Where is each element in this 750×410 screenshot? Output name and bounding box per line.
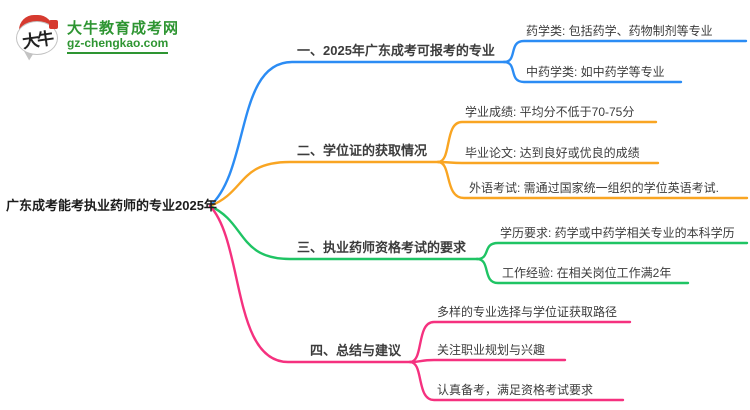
- branch-4-child-3: 认真备考，满足资格考试要求: [437, 383, 594, 397]
- branch-3-child-2-connector: [475, 257, 690, 285]
- logo-bubble-icon: 大牛: [16, 14, 60, 61]
- branch-1-child-1: 药学类: 包括药学、药物制剂等专业: [526, 24, 713, 38]
- branch-4-connector-group: [208, 204, 632, 402]
- branch-4-child-2: 关注职业规划与兴趣: [437, 343, 546, 357]
- branch-1-label: 一、2025年广东成考可报考的专业: [297, 43, 495, 58]
- branch-4-main-connector: [208, 204, 412, 364]
- branch-1-child-2: 中药学类: 如中药学等专业: [526, 65, 665, 79]
- branch-3-label: 三、执业药师资格考试的要求: [297, 240, 467, 255]
- logo-red-seal: [49, 20, 58, 29]
- root-node: 广东成考能考执业药师的专业2025年: [6, 198, 217, 213]
- branch-2-connector-group: [208, 120, 749, 208]
- branch-1-connector-group: [208, 39, 748, 208]
- branch-1-main-connector: [208, 60, 506, 208]
- branch-4-child-1-connector: [408, 320, 632, 364]
- branch-2-child-1-connector: [436, 120, 658, 164]
- branch-4-child-3-connector: [408, 360, 625, 402]
- branch-4-label: 四、总结与建议: [310, 343, 402, 358]
- branch-2-main-connector: [208, 160, 440, 208]
- logo-domain: gz-chengkao.com: [67, 36, 169, 55]
- branch-3-connector-group: [208, 204, 749, 285]
- site-logo[interactable]: 大牛 大牛教育成考网 gz-chengkao.com: [16, 14, 180, 61]
- branch-2-child-2: 毕业论文: 达到良好或优良的成绩: [465, 146, 640, 160]
- branch-3-main-connector: [208, 204, 479, 261]
- branch-3-child-1-connector: [475, 241, 749, 261]
- branch-3-child-1: 学历要求: 药学或中药学相关专业的本科学历: [500, 226, 735, 240]
- branch-3-child-2: 工作经验: 在相关岗位工作满2年: [502, 266, 672, 280]
- branch-4-child-2-connector: [408, 358, 567, 364]
- branch-2-child-3: 外语考试: 需通过国家统一组织的学位英语考试.: [469, 181, 720, 195]
- branch-2-child-2-connector: [436, 160, 660, 165]
- branch-1-child-1-connector: [502, 39, 748, 64]
- branch-1-child-2-connector: [502, 60, 683, 84]
- logo-text-block: 大牛教育成考网 gz-chengkao.com: [67, 19, 180, 55]
- logo-brand-name: 大牛教育成考网: [67, 19, 180, 37]
- branch-4-child-1: 多样的专业选择与学位证获取路径: [437, 305, 618, 319]
- branch-2-label: 二、学位证的获取情况: [297, 143, 428, 158]
- branch-2-child-3-connector: [436, 160, 749, 200]
- branch-2-child-1: 学业成绩: 平均分不低于70-75分: [465, 105, 635, 119]
